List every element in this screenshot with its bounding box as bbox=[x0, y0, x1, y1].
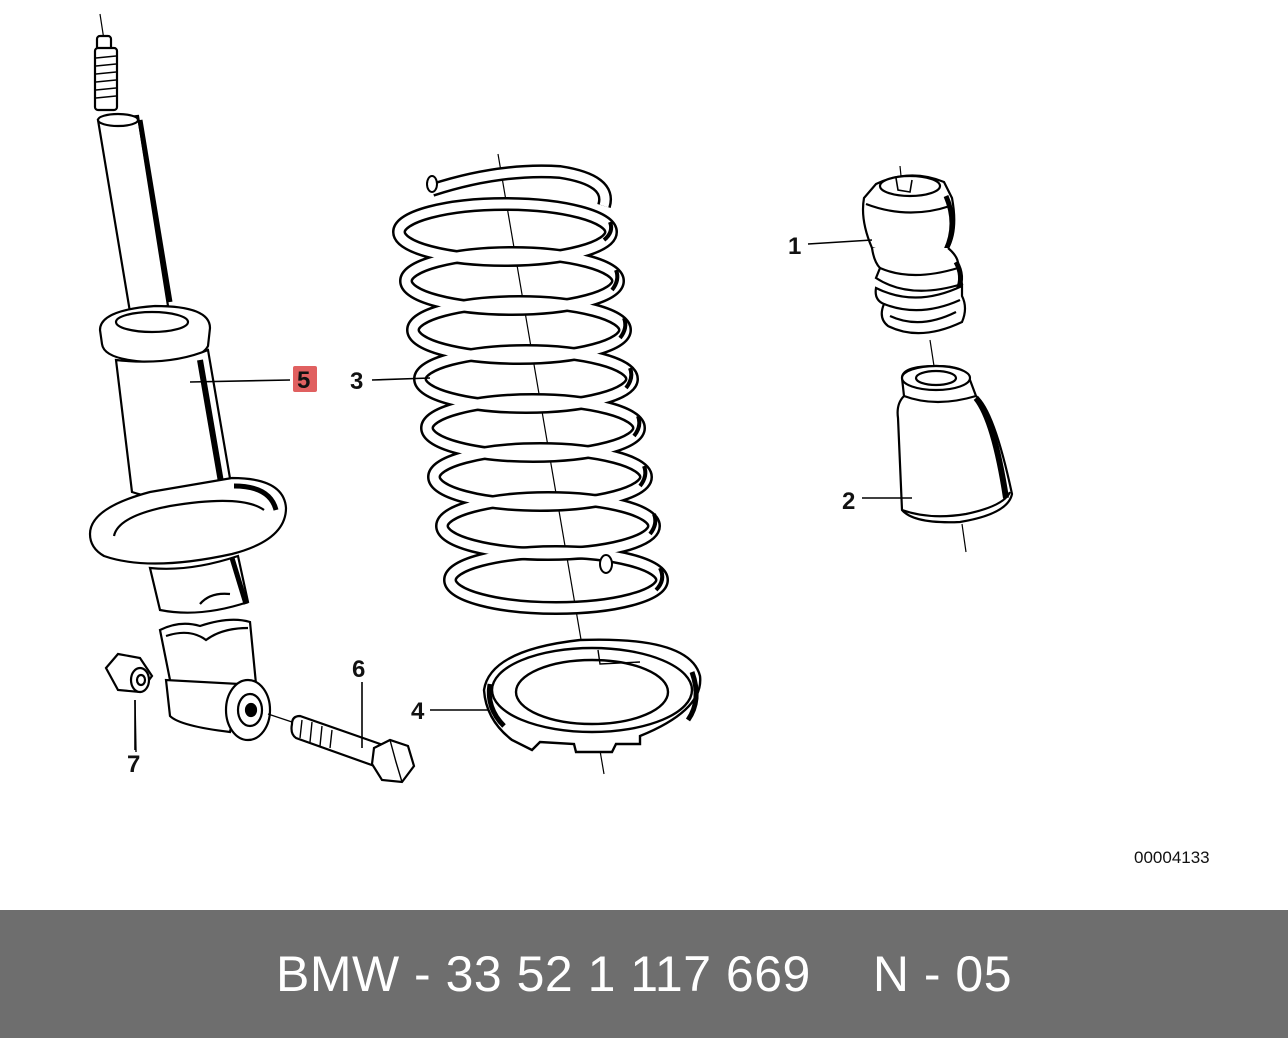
callout-1[interactable]: 1 bbox=[788, 233, 801, 260]
shock-absorber-drawing bbox=[88, 13, 288, 742]
footer-text: BMW - 33 52 1 117 669 N - 05 bbox=[276, 945, 1012, 1003]
parts-diagram-svg: 1 2 3 4 5 6 7 00004133 bbox=[88, 13, 1210, 867]
callout-2[interactable]: 2 bbox=[842, 488, 855, 515]
bolt-drawing bbox=[267, 713, 416, 784]
callout-6[interactable]: 6 bbox=[352, 656, 365, 683]
diagram-position: N - 05 bbox=[872, 946, 1013, 1002]
protective-boot-drawing bbox=[896, 364, 1014, 553]
parts-diagram: 1 2 3 4 5 6 7 00004133 bbox=[88, 13, 1210, 867]
callout-7[interactable]: 7 bbox=[127, 751, 140, 778]
illustration-id: 00004133 bbox=[1134, 848, 1210, 867]
callout-4[interactable]: 4 bbox=[411, 698, 425, 725]
part-number-footer: BMW - 33 52 1 117 669 N - 05 bbox=[0, 910, 1288, 1038]
callout-5-highlight bbox=[293, 366, 317, 392]
callout-3[interactable]: 3 bbox=[350, 368, 363, 395]
leader-lines bbox=[134, 239, 912, 750]
part-number: BMW - 33 52 1 117 669 bbox=[275, 946, 811, 1002]
callout-5[interactable]: 5 bbox=[297, 367, 310, 394]
nut-drawing bbox=[104, 652, 154, 753]
spring-seat-drawing bbox=[482, 638, 702, 754]
bump-stop-drawing bbox=[861, 165, 967, 367]
